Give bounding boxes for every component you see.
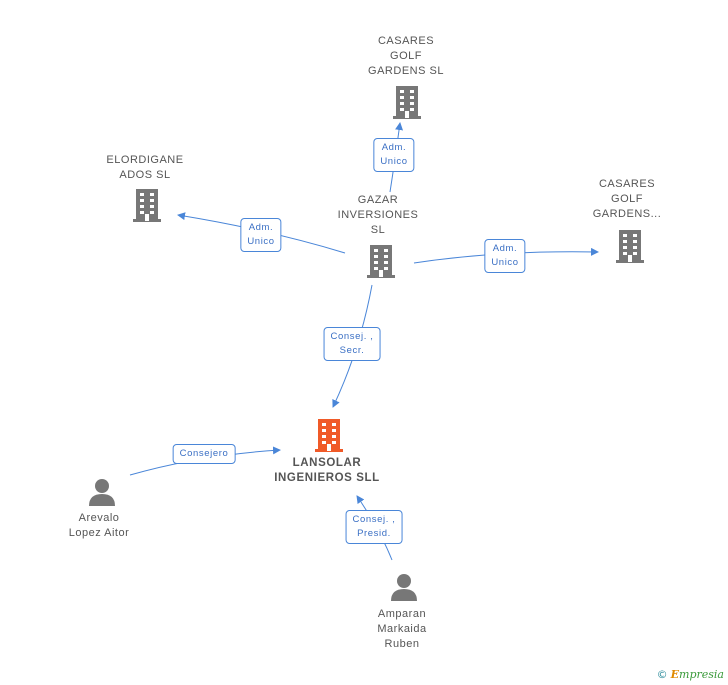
label-line: LANSOLAR: [292, 457, 362, 469]
edge-label-gazar-casares-right[interactable]: Adm. Unico: [484, 239, 526, 273]
label-line: GOLF: [611, 193, 643, 205]
brand-name: mpresia: [679, 668, 724, 681]
edge-label-gazar-lansolar[interactable]: Consej. , Secr.: [323, 327, 381, 361]
label-line: Markaida: [377, 623, 427, 635]
edge-label-line: Unico: [247, 236, 275, 247]
label-line: GAZAR: [357, 194, 399, 206]
label-line: Arevalo: [78, 512, 120, 524]
label-line: GARDENS...: [592, 208, 662, 220]
label-line: SL: [370, 224, 386, 236]
building-icon: [393, 86, 421, 119]
edge-label-line: Adm.: [492, 243, 518, 254]
empresia-watermark: ©Empresia: [657, 668, 724, 681]
edge-label-line: Unico: [380, 156, 408, 167]
node-label: CASARES GOLF GARDENS SL: [368, 34, 444, 79]
label-line: Amparan: [377, 608, 427, 620]
edge-label-arevalo-lansolar[interactable]: Consejero: [172, 444, 236, 464]
person-icon: [391, 574, 417, 601]
node-label: GAZAR INVERSIONES SL: [338, 193, 419, 238]
building-icon: [315, 419, 343, 452]
edge-label-gazar-elordiganeados[interactable]: Adm. Unico: [240, 218, 282, 252]
node-label: Arevalo Lopez Aitor: [69, 511, 130, 541]
edge-label-gazar-casares-top[interactable]: Adm. Unico: [373, 138, 415, 172]
label-line: CASARES: [377, 35, 435, 47]
building-icon: [133, 189, 161, 222]
building-icon: [367, 245, 395, 278]
edge-label-line: Secr.: [339, 345, 365, 356]
label-line: INVERSIONES: [337, 209, 419, 221]
node-label: LANSOLAR INGENIEROS SLL: [274, 456, 380, 486]
edge-label-line: Consejero: [179, 448, 229, 459]
edge-label-line: Consej. ,: [330, 331, 374, 342]
edge-label-line: Adm.: [381, 142, 407, 153]
edge-label-line: Presid.: [357, 528, 391, 539]
building-icon: [616, 230, 644, 263]
node-label: Amparan Markaida Ruben: [377, 607, 426, 652]
label-line: Ruben: [384, 638, 420, 650]
label-line: Lopez Aitor: [68, 527, 130, 539]
node-label: CASARES GOLF GARDENS...: [593, 177, 662, 222]
edge-label-line: Adm.: [248, 222, 274, 233]
copyright-icon: ©: [656, 668, 668, 681]
label-line: ADOS SL: [119, 169, 171, 181]
label-line: INGENIEROS SLL: [274, 472, 380, 484]
node-label: ELORDIGANE ADOS SL: [106, 153, 183, 183]
edge-label-line: Consej. ,: [352, 514, 396, 525]
label-line: CASARES: [598, 178, 656, 190]
label-line: GARDENS SL: [368, 65, 444, 77]
edge-label-line: Unico: [491, 257, 519, 268]
edge-label-amparan-lansolar[interactable]: Consej. , Presid.: [345, 510, 403, 544]
label-line: GOLF: [390, 50, 422, 62]
person-icon: [89, 479, 115, 506]
brand-initial: E: [670, 668, 680, 681]
label-line: ELORDIGANE: [106, 154, 184, 166]
